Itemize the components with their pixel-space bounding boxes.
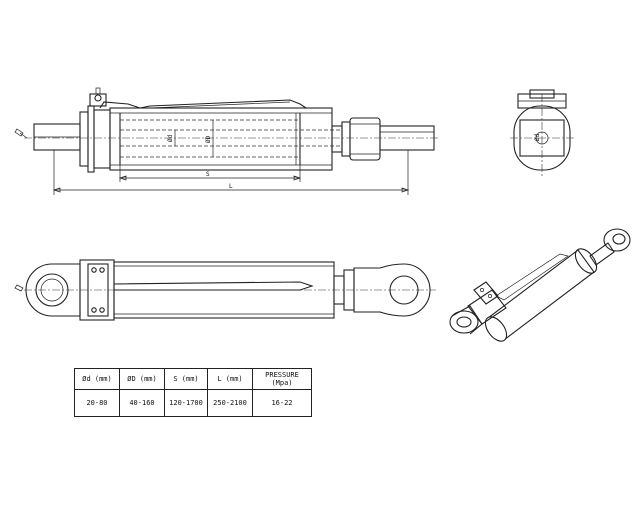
- dim-label-stroke: S: [206, 171, 210, 178]
- cell-bore-diameter: 40-160: [119, 389, 165, 417]
- dim-label-rod-diameter: Ød: [167, 134, 174, 142]
- dim-label-length: L: [229, 183, 233, 190]
- header-rod-diameter: Ød (mm): [74, 368, 120, 390]
- dim-label-bore-diameter: ØD: [205, 135, 212, 143]
- header-length: L (mm): [207, 368, 253, 390]
- header-stroke: S (mm): [164, 368, 208, 390]
- header-pressure: PRESSURE (Mpa): [252, 368, 312, 390]
- cell-stroke: 120-1700: [164, 389, 208, 417]
- header-bore-diameter: ØD (mm): [119, 368, 165, 390]
- table-row: 20-80 40-160 120-1700 250-2100 16-22: [74, 389, 312, 417]
- spec-table-header-row: Ød (mm) ØD (mm) S (mm) L (mm) PRESSURE (…: [74, 368, 312, 390]
- isometric-view: [449, 228, 631, 342]
- plan-view: [14, 259, 436, 321]
- specification-table: Ød (mm) ØD (mm) S (mm) L (mm) PRESSURE (…: [74, 368, 312, 417]
- end-view-dim-label: Ød: [534, 133, 541, 141]
- cell-length: 250-2100: [207, 389, 253, 417]
- cell-rod-diameter: 20-80: [74, 389, 120, 417]
- end-view: [510, 89, 574, 176]
- cell-pressure: 16-22: [252, 389, 312, 417]
- side-section-view: [14, 87, 440, 195]
